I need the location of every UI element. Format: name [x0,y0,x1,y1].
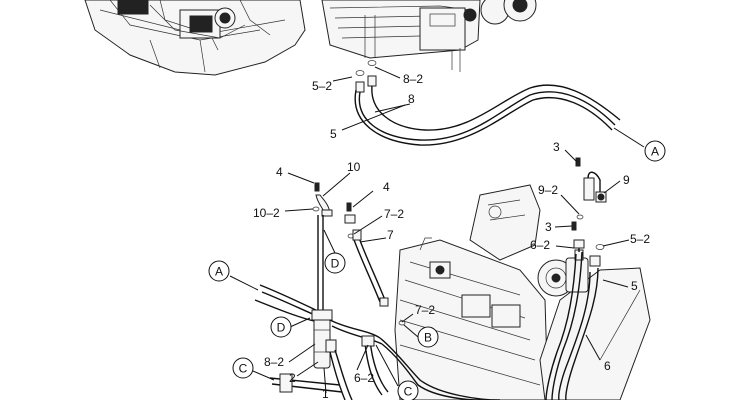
callout-6: 6 [604,359,611,373]
connector-a-left-circle [208,260,230,282]
connector-c-left: C [239,362,248,376]
callout-8-2-lower: 8–2 [264,355,284,369]
callout-5-2-right: 5–2 [630,232,650,246]
callout-5-right: 5 [631,279,638,293]
connector-a-right-circle [644,140,666,162]
callout-3-top: 3 [553,140,560,154]
connector-d-lower-circle [270,316,292,338]
callout-labels: 5–2 8–2 8 5 3 9 9–2 3 6–2 5–2 5 6 4 10 4… [253,72,650,400]
callout-5-2-top: 5–2 [312,79,332,93]
callout-4-right: 4 [383,180,390,194]
callout-7-2-lower: 7–2 [415,303,435,317]
connector-markers: A A B C C D D [208,140,666,400]
connector-c-right-circle [397,380,419,400]
connector-b-circle [417,326,439,348]
right-side-hoses [545,171,607,400]
callout-3-mid: 3 [545,220,552,234]
connector-b: B [424,331,432,345]
leader-lines [229,66,645,394]
callout-9: 9 [623,173,630,187]
callout-9-2: 9–2 [538,183,558,197]
callout-7-2-upper: 7–2 [384,207,404,221]
callout-2: 2 [289,371,296,385]
connector-c-left-circle [232,357,254,379]
callout-1: 1 [322,387,329,400]
receiver-drier-assembly [254,215,501,400]
callout-7: 7 [387,228,394,242]
connector-a-left: A [215,265,223,279]
connector-c-right: C [404,385,413,399]
engine-drawing [394,184,651,400]
callout-8: 8 [408,92,415,106]
callout-10-2: 10–2 [253,206,280,220]
ac-unit-drawing [321,0,537,72]
callout-8-2-top: 8–2 [403,72,423,86]
cab-console-drawing [84,0,306,76]
connector-d-lower: D [277,321,286,335]
callout-6-2-right: 6–2 [530,238,550,252]
connector-d-upper-circle [324,252,346,274]
connector-a-right: A [651,145,659,159]
callout-4-left: 4 [276,165,283,179]
callout-6-2-lower: 6–2 [354,371,374,385]
callout-10: 10 [347,160,361,174]
callout-5-top: 5 [330,127,337,141]
upper-hoses [354,60,621,146]
connector-d-upper: D [331,257,340,271]
